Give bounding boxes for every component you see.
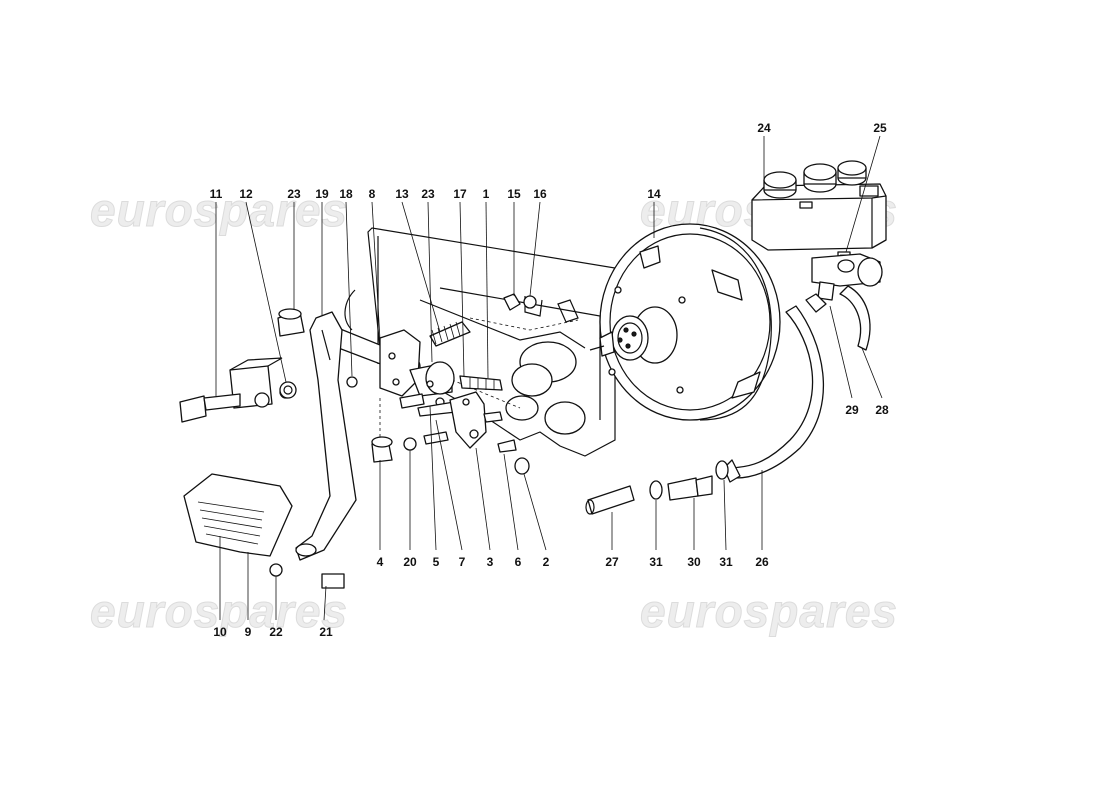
callout-31-right: 31	[719, 555, 733, 569]
callout-1: 1	[483, 187, 490, 201]
callout-12: 12	[239, 187, 253, 201]
callout-7: 7	[459, 555, 466, 569]
callout-10: 10	[213, 625, 227, 639]
callout-4: 4	[377, 555, 384, 569]
master-cylinder-reservoir	[751, 160, 887, 301]
callout-17: 17	[453, 187, 467, 201]
callout-11: 11	[210, 187, 223, 201]
callout-15: 15	[507, 187, 521, 201]
callout-22: 22	[269, 625, 283, 639]
callout-3: 3	[487, 555, 494, 569]
callout-8: 8	[369, 187, 376, 201]
callout-24: 24	[757, 121, 771, 135]
callout-16: 16	[533, 187, 547, 201]
callout-23-right: 23	[421, 187, 435, 201]
callout-30: 30	[687, 555, 701, 569]
callout-21: 21	[319, 625, 333, 639]
callout-18: 18	[339, 187, 353, 201]
callout-27: 27	[605, 555, 619, 569]
brake-servo	[589, 223, 781, 421]
callout-2: 2	[543, 555, 550, 569]
watermark-bottom-left: eurospares	[90, 585, 348, 637]
stop-switch-parts	[179, 357, 297, 423]
callout-9: 9	[245, 625, 252, 639]
callout-20: 20	[403, 555, 417, 569]
callout-labels: 1 2 3 4 5 6 7 8 9 10 11 12 13 14 15 16 1…	[210, 121, 889, 639]
callout-23-left: 23	[287, 187, 301, 201]
watermarks: eurospares eurospares eurospares eurospa…	[90, 184, 898, 638]
callout-29: 29	[845, 403, 859, 417]
callout-6: 6	[515, 555, 522, 569]
watermark-bottom-right: eurospares	[640, 585, 898, 637]
callout-26: 26	[755, 555, 769, 569]
brake-pedal-arm	[183, 311, 357, 589]
callout-14: 14	[647, 187, 661, 201]
watermark-top-left: eurospares	[90, 184, 348, 236]
callout-5: 5	[433, 555, 440, 569]
callout-13: 13	[395, 187, 409, 201]
callout-19: 19	[315, 187, 329, 201]
callout-28: 28	[875, 403, 889, 417]
callout-25: 25	[873, 121, 887, 135]
callout-31-left: 31	[649, 555, 663, 569]
leader-lines	[215, 135, 883, 621]
vacuum-hoses	[585, 285, 871, 515]
